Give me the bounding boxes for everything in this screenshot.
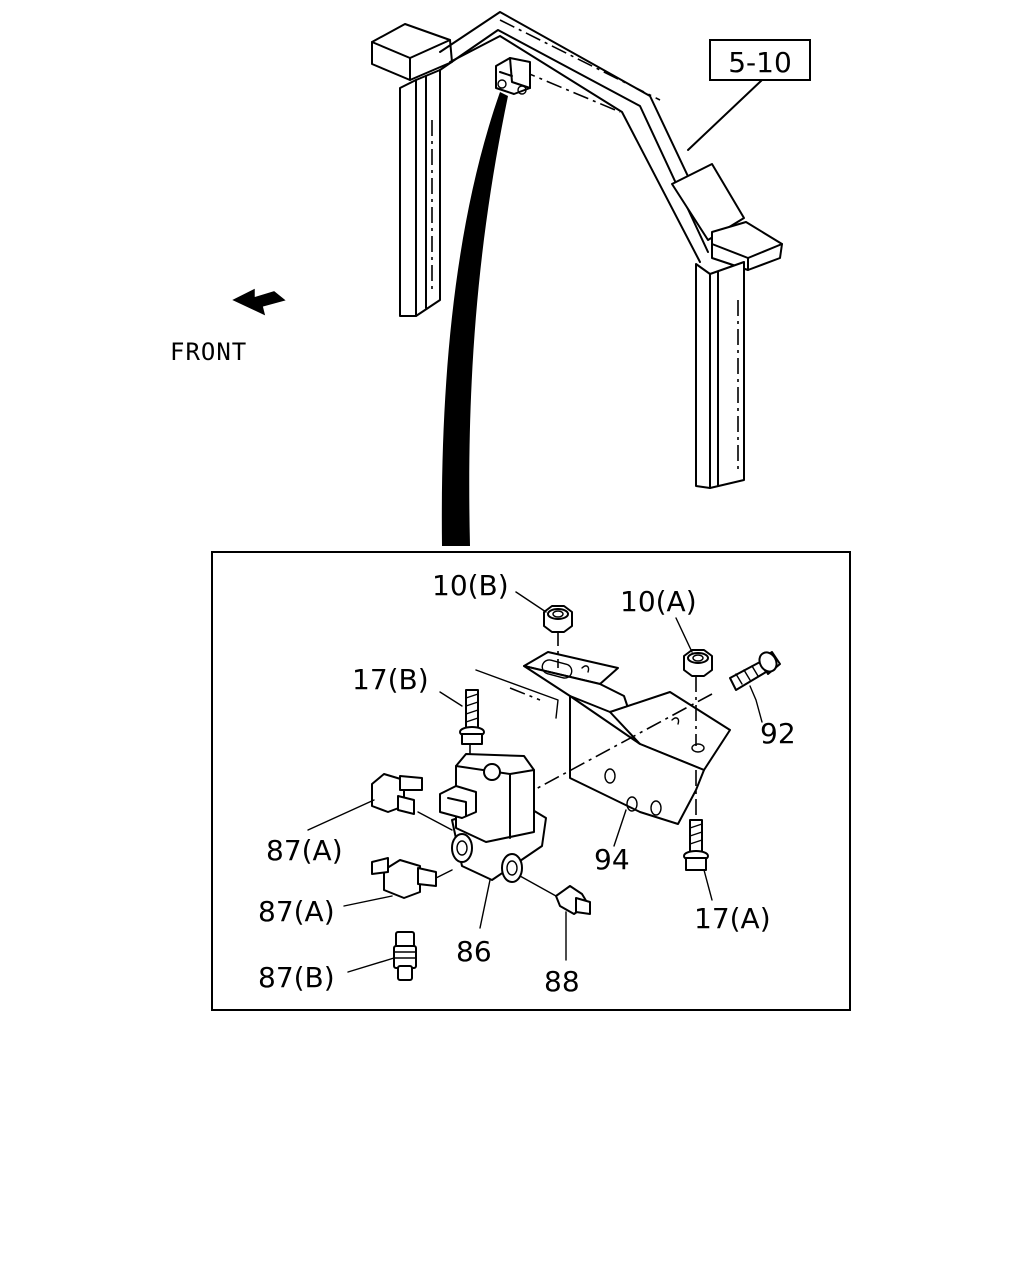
- nut-10a: [683, 649, 713, 677]
- callout-86: 86: [456, 935, 492, 968]
- callout-87a-lower: 87(A): [258, 895, 335, 928]
- front-indicator: FRONT: [170, 288, 286, 366]
- callout-17a: 17(A): [694, 902, 771, 935]
- front-label: FRONT: [170, 338, 247, 366]
- callout-10b: 10(B): [432, 569, 509, 602]
- elbow-fitting-87a-lower: [371, 857, 437, 899]
- elbow-fitting-87a-upper: [371, 773, 423, 815]
- plug-88: [555, 885, 591, 915]
- callout-17b: 17(B): [352, 663, 429, 696]
- bolt-17b: [459, 689, 485, 745]
- reference-callout: 5-10: [709, 39, 811, 81]
- callout-94: 94: [594, 843, 630, 876]
- reference-label: 5-10: [728, 46, 792, 79]
- callout-92: 92: [760, 717, 796, 750]
- callout-87b: 87(B): [258, 961, 335, 994]
- detail-frame: [211, 551, 851, 1011]
- valve-86: [439, 753, 547, 883]
- zoom-connector: [441, 92, 508, 546]
- bolt-17a: [683, 819, 709, 871]
- callout-labels: 10(B) 10(A) 17(B) 92 87(A) 87(A) 87(B) 8…: [258, 569, 796, 998]
- straight-fitting-87b: [393, 931, 417, 981]
- front-arrow-icon: [232, 288, 286, 316]
- callout-87a-upper: 87(A): [266, 834, 343, 867]
- callout-10a: 10(A): [620, 585, 697, 618]
- bracket-94: [523, 651, 731, 825]
- bolt-92: [729, 651, 781, 691]
- nut-10b: [543, 605, 573, 633]
- reference-box: [709, 39, 811, 81]
- detail-parts: [307, 591, 781, 981]
- callout-88: 88: [544, 965, 580, 998]
- frame-assembly: [371, 11, 783, 489]
